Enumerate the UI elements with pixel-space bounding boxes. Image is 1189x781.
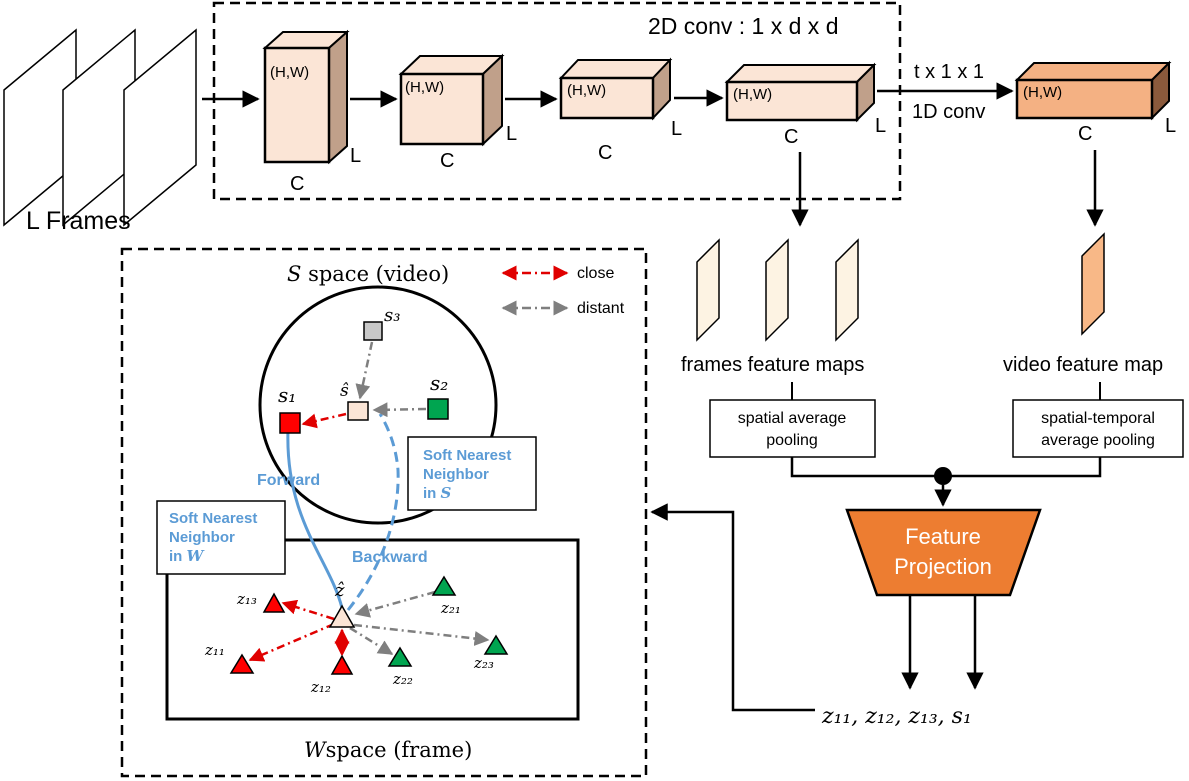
s1-label: s₁ bbox=[278, 383, 296, 407]
conv1d-l: L bbox=[1165, 115, 1176, 137]
block-4-l: L bbox=[875, 115, 886, 137]
block-2-c: C bbox=[440, 150, 454, 172]
z21-to-zhat-arrow bbox=[354, 590, 436, 618]
zhat-label: ẑ bbox=[334, 580, 345, 601]
conv2d-block-2: (H,W) C L bbox=[398, 53, 517, 172]
legend-close-label: close bbox=[577, 265, 614, 282]
block-1-hw: (H,W) bbox=[270, 64, 309, 81]
z13-node: z₁₃ bbox=[236, 590, 286, 613]
embedding-spaces-region bbox=[120, 247, 648, 778]
legend: close distant bbox=[501, 265, 625, 317]
frame-map-2 bbox=[765, 238, 789, 342]
merge-junction bbox=[934, 467, 952, 485]
conv2d-region bbox=[212, 1, 902, 201]
video-map-label: video feature map bbox=[1003, 354, 1163, 376]
z23-label: z₂₃ bbox=[473, 654, 494, 672]
conv1d-c: C bbox=[1078, 123, 1092, 145]
soft-nn-s-line2: Neighbor bbox=[423, 466, 489, 483]
shat-node: ŝ bbox=[340, 381, 369, 421]
s2-label: s₂ bbox=[430, 371, 448, 395]
w-space-box bbox=[165, 538, 580, 721]
block-4-hw: (H,W) bbox=[733, 86, 772, 103]
s2-node: s₂ bbox=[427, 371, 449, 420]
block-1-l: L bbox=[350, 145, 361, 167]
zhat-to-z23-arrow bbox=[353, 623, 490, 646]
z12-node: z₁₂ bbox=[310, 654, 354, 696]
frame-map-1 bbox=[696, 238, 720, 342]
block-3-c: C bbox=[598, 142, 612, 164]
backward-curve bbox=[346, 413, 400, 611]
video-map-sheet bbox=[1081, 232, 1105, 336]
shat-label: ŝ bbox=[340, 381, 349, 401]
legend-distant-label: distant bbox=[577, 300, 625, 317]
soft-nn-w-line3: in W bbox=[169, 547, 206, 565]
conv2d-block-1: (H,W) C L bbox=[262, 29, 361, 195]
s-space-title: S space (video) bbox=[287, 262, 449, 286]
frames-maps-label: frames feature maps bbox=[681, 354, 864, 376]
backward-label: Backward bbox=[352, 549, 428, 566]
soft-nn-s-box: Soft Nearest Neighbor in S bbox=[407, 436, 537, 511]
spatial-average-pooling-box: spatial average pooling bbox=[709, 399, 876, 458]
st-pool-line1: spatial-temporal bbox=[1041, 410, 1155, 427]
st-pool-line2: average pooling bbox=[1041, 432, 1155, 449]
s2-to-shat-arrow bbox=[372, 402, 427, 418]
forward-label: Forward bbox=[257, 472, 320, 489]
conv2d-title: 2D conv : 1 x d x d bbox=[648, 13, 838, 39]
s1-node: s₁ bbox=[278, 383, 301, 434]
outputs-to-spaces-arrow bbox=[650, 503, 815, 712]
feature-projection: Feature Projection bbox=[845, 508, 1042, 597]
s3-node: s₃ bbox=[363, 305, 400, 341]
z21-label: z₂₁ bbox=[440, 599, 461, 617]
conv1d-hw: (H,W) bbox=[1023, 84, 1062, 101]
z12-label: z₁₂ bbox=[310, 678, 331, 696]
block-3-hw: (H,W) bbox=[567, 82, 606, 99]
conv1d-top-label: t x 1 x 1 bbox=[914, 61, 984, 83]
block-3-l: L bbox=[671, 118, 682, 140]
zhat-node: ẑ bbox=[328, 580, 356, 628]
soft-nn-w-box: Soft Nearest Neighbor in W bbox=[156, 500, 286, 575]
z23-node: z₂₃ bbox=[473, 634, 509, 672]
soft-nn-w-line2: Neighbor bbox=[169, 529, 235, 546]
conv2d-block-4: (H,W) C L bbox=[724, 62, 886, 148]
z21-node: z₂₁ bbox=[431, 575, 461, 617]
z13-label: z₁₃ bbox=[236, 590, 257, 608]
input-frames: L Frames bbox=[3, 28, 197, 235]
frames-feature-maps: frames feature maps bbox=[681, 238, 864, 376]
projection-line2: Projection bbox=[894, 554, 992, 579]
w-space-title: Wspace (frame) bbox=[304, 738, 472, 762]
conv1d-block: (H,W) C L bbox=[1014, 60, 1176, 145]
soft-nn-w-line1: Soft Nearest bbox=[169, 510, 257, 527]
forward-curve bbox=[286, 429, 344, 609]
video-feature-map: video feature map bbox=[1003, 232, 1163, 376]
zhat-to-z22-arrow bbox=[349, 626, 394, 656]
spatial-pool-line2: pooling bbox=[766, 432, 818, 449]
z11-label: z₁₁ bbox=[204, 641, 225, 659]
conv2d-block-3: (H,W) C L bbox=[558, 57, 682, 164]
outputs-label: z₁₁, z₁₂, z₁₃, s₁ bbox=[821, 704, 972, 729]
conv1d-bottom-label: 1D conv bbox=[912, 101, 985, 123]
block-1-c: C bbox=[290, 173, 304, 195]
block-4-c: C bbox=[784, 126, 798, 148]
projection-line1: Feature bbox=[905, 524, 981, 549]
block-2-hw: (H,W) bbox=[405, 79, 444, 96]
z22-node: z₂₂ bbox=[387, 646, 413, 688]
shat-to-s1-arrow bbox=[301, 412, 347, 429]
z11-node: z₁₁ bbox=[204, 641, 255, 674]
z22-label: z₂₂ bbox=[392, 670, 413, 688]
input-frames-label: L Frames bbox=[26, 207, 131, 235]
frame-map-3 bbox=[835, 238, 859, 342]
zhat-to-z11-arrow bbox=[248, 622, 335, 662]
spatial-pool-line1: spatial average bbox=[738, 410, 847, 427]
soft-nn-s-line3: in S bbox=[423, 484, 452, 502]
spatial-temporal-pooling-box: spatial-temporal average pooling bbox=[1012, 399, 1184, 458]
s3-label: s₃ bbox=[384, 305, 400, 326]
block-2-l: L bbox=[506, 123, 517, 145]
frame-sheet-3 bbox=[123, 28, 197, 227]
soft-nn-s-line1: Soft Nearest bbox=[423, 447, 511, 464]
